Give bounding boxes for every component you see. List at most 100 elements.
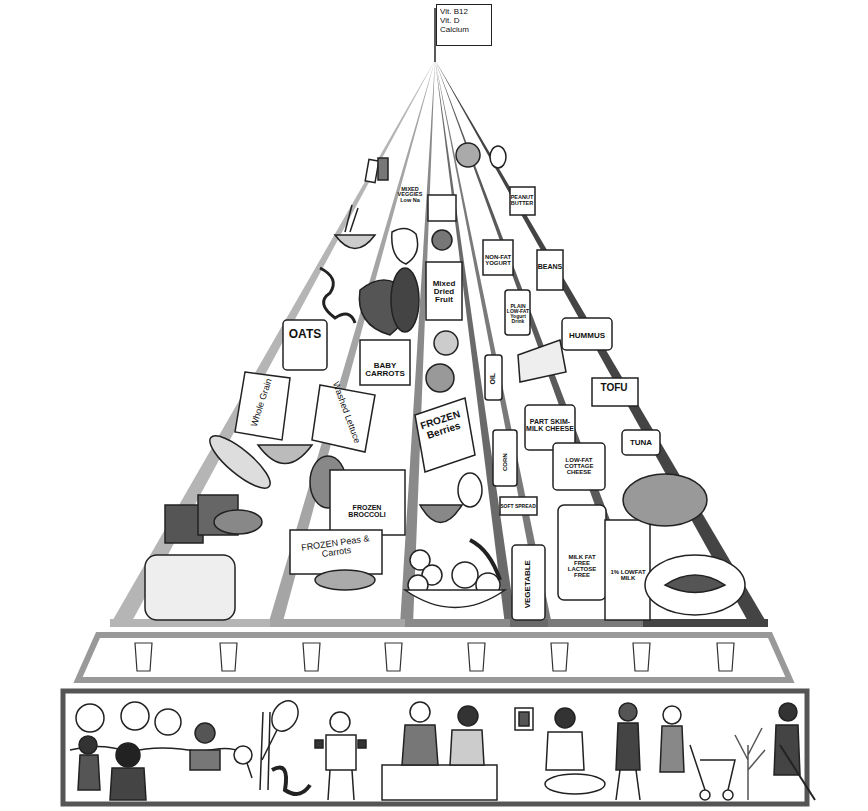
illustration-rect <box>365 159 379 182</box>
package-label: HUMMUS <box>562 332 612 340</box>
package-label: PART SKIM-MILK CHEESE <box>525 418 575 433</box>
illustration-rect <box>510 187 535 215</box>
package-label: MIXED VEGGIES Low Na <box>397 187 423 204</box>
illustration-circle <box>458 706 478 726</box>
illustration-rect <box>290 530 382 574</box>
illustration-circle <box>234 746 252 764</box>
illustration-rect <box>378 158 388 180</box>
illustration-circle <box>434 331 458 355</box>
illustration-rect <box>358 740 366 748</box>
illustration-path <box>326 735 356 770</box>
illustration-path <box>717 643 734 671</box>
illustration-rect <box>515 708 533 730</box>
illustration-rect <box>622 430 660 455</box>
illustration-g <box>70 696 815 800</box>
illustration-path <box>78 755 100 790</box>
illustration-rect <box>512 545 545 620</box>
illustration-polygon <box>415 398 475 472</box>
illustration-path <box>470 540 500 580</box>
package-label: NON-FAT YOGURT <box>482 254 514 267</box>
illustration-path <box>660 726 684 772</box>
illustration-circle <box>116 743 140 767</box>
illustration-path <box>665 575 725 593</box>
package-label: LOW-FAT COTTAGE CHEESE <box>554 457 604 476</box>
illustration-circle <box>79 736 97 754</box>
illustration-path <box>450 730 484 765</box>
illustration-path <box>385 643 402 671</box>
illustration-ellipse <box>315 570 375 590</box>
illustration-path <box>468 643 485 671</box>
illustration-path <box>405 590 505 608</box>
illustration-rect <box>270 619 405 627</box>
foods <box>145 143 745 620</box>
illustration-rect <box>483 240 513 275</box>
illustration-path <box>272 768 310 795</box>
illustration-rect <box>428 195 456 221</box>
illustration-path <box>551 643 568 671</box>
illustration-circle <box>426 364 454 392</box>
package-label: MILK FAT FREE LACTOSE FREE <box>562 554 602 579</box>
illustration-rect <box>500 497 537 515</box>
package-label: Mixed Dried Fruit <box>426 280 462 305</box>
illustration-rect <box>382 765 497 800</box>
illustration-g <box>135 643 734 671</box>
illustration-circle <box>330 712 350 732</box>
flag-text: Calcium <box>440 25 488 34</box>
package-label: 1% LOWFAT MILK <box>608 569 648 582</box>
package-label: TOFU <box>592 383 636 394</box>
illustration-rect <box>485 355 502 400</box>
pyramid <box>110 60 768 627</box>
illustration-circle <box>456 143 480 167</box>
package-label: PEANUT BUTTER <box>509 195 535 207</box>
illustration-polygon <box>435 60 768 625</box>
illustration-rect <box>643 619 768 627</box>
illustration-line <box>350 208 358 232</box>
package-label: BABY CARROTS <box>362 362 408 379</box>
illustration-path <box>616 723 640 770</box>
illustration-circle <box>76 704 104 732</box>
illustration-polygon <box>435 60 650 625</box>
package-label: SOFT SPREAD <box>500 504 536 509</box>
illustration-line <box>268 712 270 790</box>
illustration-rect <box>426 262 462 320</box>
package-label: OATS <box>283 328 327 341</box>
illustration-circle <box>195 723 215 743</box>
illustration-ellipse <box>645 555 745 615</box>
illustration-rect <box>63 691 807 804</box>
illustration-circle <box>619 703 637 721</box>
activity-band <box>63 691 815 804</box>
illustration-ellipse <box>214 510 262 534</box>
illustration-line <box>260 712 263 790</box>
illustration-path <box>616 770 640 800</box>
illustration-polygon <box>268 60 435 625</box>
illustration-polygon <box>435 60 516 625</box>
package-label: FROZEN BROCCOLI <box>337 504 397 519</box>
illustration-ellipse <box>545 774 605 794</box>
illustration-rect <box>558 505 606 600</box>
flag-text: Vit. D <box>440 16 488 25</box>
illustration-path <box>320 268 355 323</box>
illustration-polygon <box>435 60 552 625</box>
illustration-path <box>402 725 438 765</box>
package-label: BEANS <box>535 263 565 270</box>
illustration-ellipse <box>623 474 707 526</box>
illustration-path <box>420 505 462 523</box>
illustration-rect <box>505 290 530 335</box>
illustration-polygon <box>518 340 566 382</box>
illustration-rect <box>360 340 410 385</box>
illustration-ellipse <box>490 146 506 168</box>
illustration-ellipse <box>203 428 277 495</box>
package-label: TUNA <box>623 439 659 447</box>
illustration-rect <box>493 430 517 486</box>
package-label: PLAIN LOW-FAT Yogurt Drink <box>505 304 531 325</box>
illustration-rect <box>562 318 612 350</box>
illustration-polygon <box>605 520 650 620</box>
package-label: CORN <box>502 442 508 482</box>
illustration-rect <box>330 470 405 535</box>
illustration-path <box>780 745 815 800</box>
illustration-rect <box>592 378 638 406</box>
illustration-path <box>690 745 735 790</box>
illustration-circle <box>410 702 430 722</box>
illustration-polygon <box>110 60 768 625</box>
